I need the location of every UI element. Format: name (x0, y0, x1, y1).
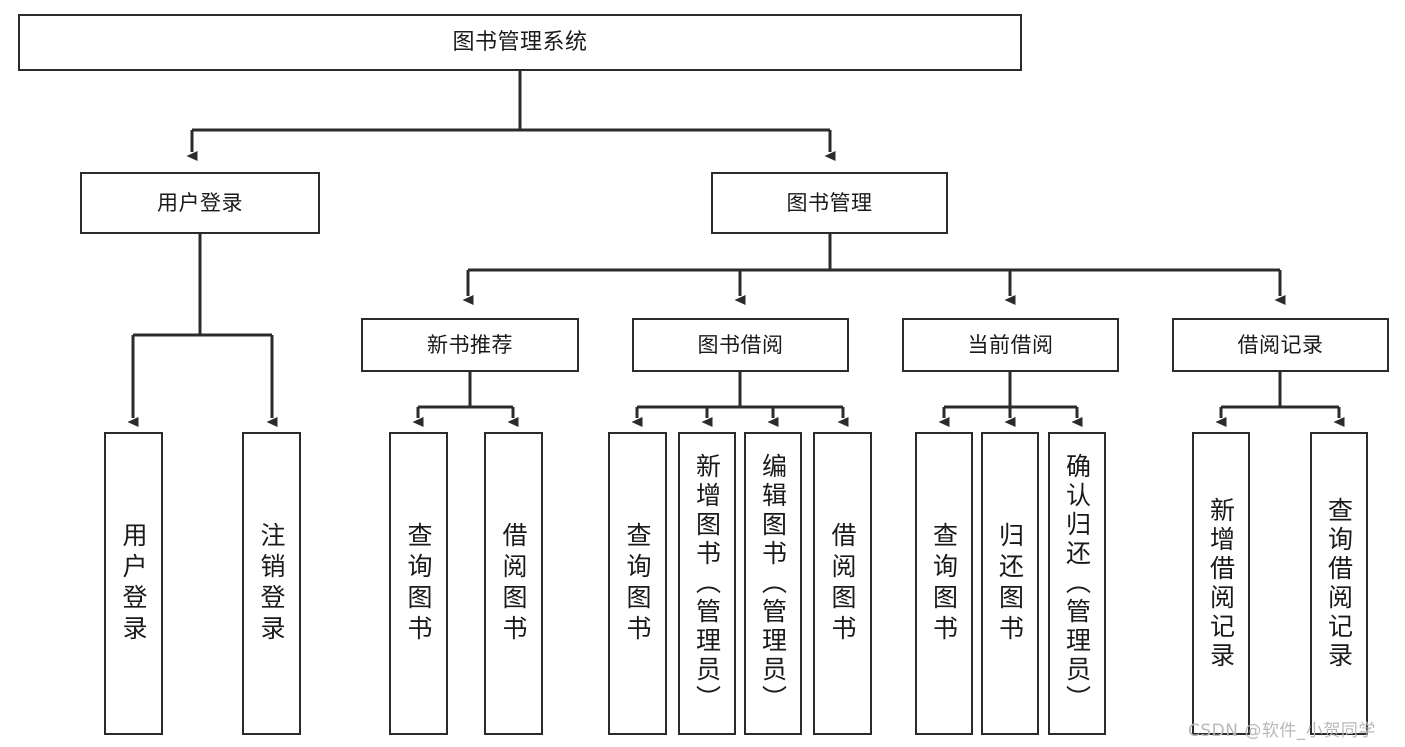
node-leaf-add-record-label: 新增借阅记录 (1206, 496, 1236, 671)
node-leaf-query-book-1[interactable]: 查询图书 (389, 432, 448, 735)
node-leaf-confirm-return[interactable]: 确认归还（管理员） (1048, 432, 1106, 735)
node-leaf-add-book[interactable]: 新增图书（管理员） (678, 432, 736, 735)
node-leaf-add-record[interactable]: 新增借阅记录 (1192, 432, 1250, 735)
node-leaf-edit-book-label: 编辑图书（管理员） (758, 453, 788, 714)
node-leaf-edit-book[interactable]: 编辑图书（管理员） (744, 432, 802, 735)
node-new-book-recommend[interactable]: 新书推荐 (361, 318, 579, 372)
node-leaf-user-logout[interactable]: 注销登录 (242, 432, 301, 735)
node-leaf-confirm-return-label: 确认归还（管理员） (1062, 453, 1092, 714)
node-leaf-user-login[interactable]: 用户登录 (104, 432, 163, 735)
node-current-borrow-label: 当前借阅 (967, 332, 1054, 357)
node-leaf-user-login-label: 用户登录 (119, 521, 148, 646)
node-leaf-query-book-2-label: 查询图书 (623, 521, 652, 646)
node-leaf-query-book-1-label: 查询图书 (404, 521, 433, 646)
node-current-borrow[interactable]: 当前借阅 (902, 318, 1119, 372)
node-leaf-borrow-book-2[interactable]: 借阅图书 (813, 432, 872, 735)
node-user-login[interactable]: 用户登录 (80, 172, 320, 234)
node-leaf-query-record[interactable]: 查询借阅记录 (1310, 432, 1368, 735)
node-leaf-borrow-book-1[interactable]: 借阅图书 (484, 432, 543, 735)
node-leaf-add-book-label: 新增图书（管理员） (692, 453, 722, 714)
node-borrow-record-label: 借阅记录 (1237, 332, 1324, 357)
node-new-book-recommend-label: 新书推荐 (427, 332, 513, 357)
node-leaf-query-record-label: 查询借阅记录 (1324, 496, 1354, 671)
watermark: CSDN @软件_小贺同学 (1188, 721, 1376, 741)
node-borrow-record[interactable]: 借阅记录 (1172, 318, 1389, 372)
node-leaf-query-book-3[interactable]: 查询图书 (915, 432, 973, 735)
node-user-login-label: 用户登录 (157, 190, 243, 215)
node-book-borrow-label: 图书借阅 (697, 332, 784, 357)
node-book-borrow[interactable]: 图书借阅 (632, 318, 849, 372)
node-leaf-return-book-label: 归还图书 (995, 521, 1025, 646)
node-leaf-borrow-book-2-label: 借阅图书 (828, 521, 857, 646)
node-leaf-return-book[interactable]: 归还图书 (981, 432, 1039, 735)
node-book-manage-label: 图书管理 (786, 190, 873, 215)
node-leaf-query-book-2[interactable]: 查询图书 (608, 432, 667, 735)
node-root-label: 图书管理系统 (452, 29, 588, 55)
node-leaf-user-logout-label: 注销登录 (257, 521, 286, 646)
node-leaf-query-book-3-label: 查询图书 (929, 521, 959, 646)
node-book-manage[interactable]: 图书管理 (711, 172, 948, 234)
node-leaf-borrow-book-1-label: 借阅图书 (499, 521, 528, 646)
node-root[interactable]: 图书管理系统 (18, 14, 1022, 71)
